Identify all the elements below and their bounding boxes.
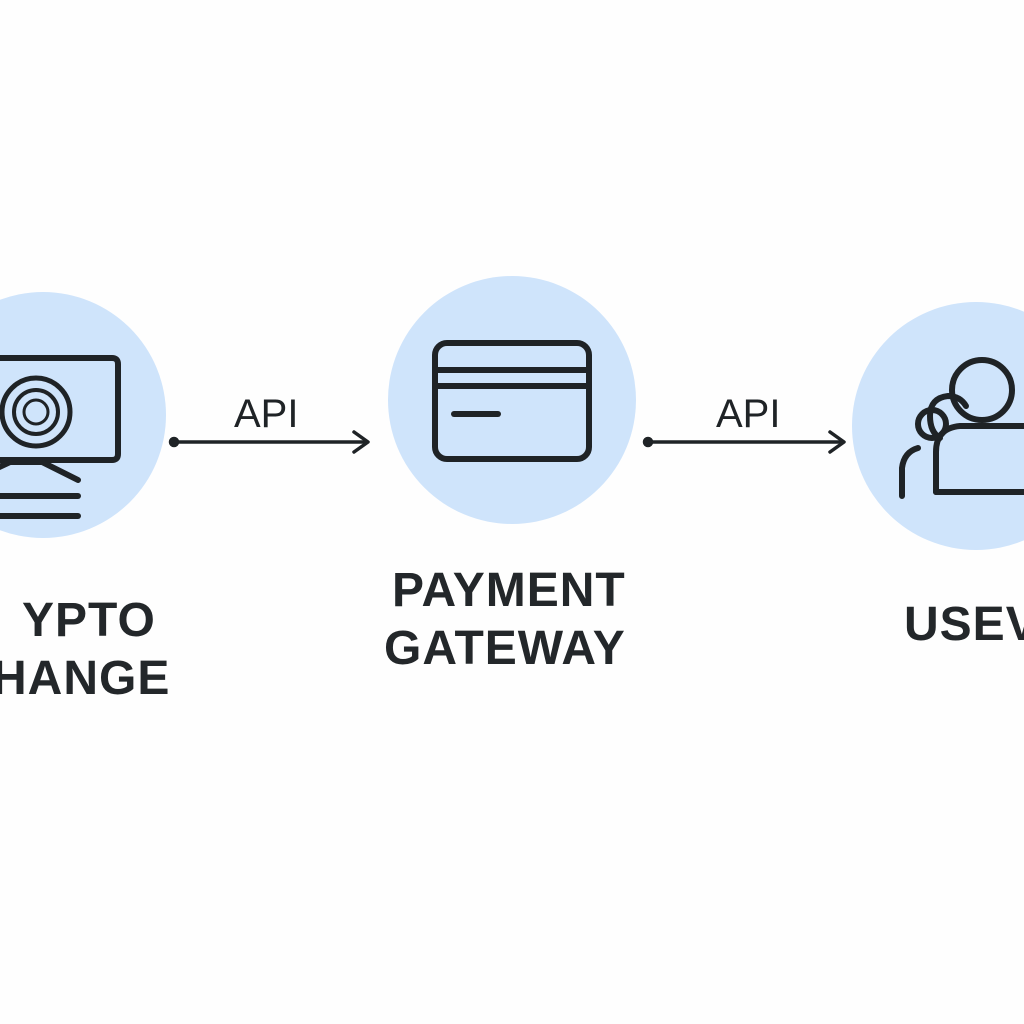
payment-gateway-label: PAYMENT GATEWAY [384, 562, 626, 678]
edge-label-api-1: API [234, 392, 299, 436]
payment-gateway-label-line-2: GATEWAY [384, 622, 626, 675]
crypto-exchange-label-line-2: HANGE [0, 652, 171, 705]
edge-arrow-2 [642, 430, 846, 454]
credit-card-icon [432, 340, 592, 462]
payment-gateway-label-line-1: PAYMENT [392, 564, 626, 617]
users-label-line-1: USEV [904, 598, 1024, 651]
crypto-exchange-label-line-1: YPTO [22, 594, 156, 647]
users-label: USEV [904, 596, 1024, 654]
monitor-coin-icon [0, 355, 121, 519]
payment-gateway-node [388, 276, 636, 524]
edge-label-api-2: API [716, 392, 781, 436]
edge-arrow-1 [168, 430, 370, 454]
users-icon [899, 357, 1024, 499]
crypto-exchange-label: YPTO HANGE [0, 592, 170, 708]
